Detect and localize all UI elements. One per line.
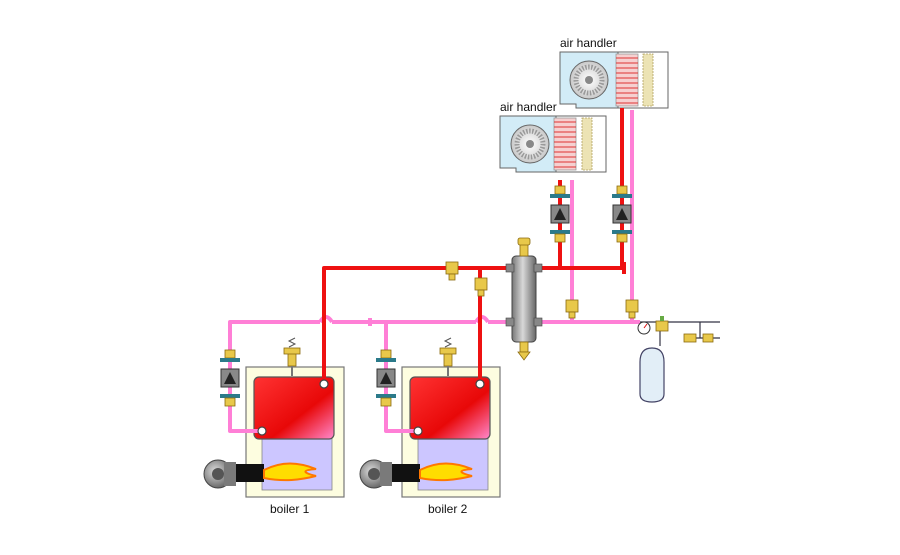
valve-icon [683,333,697,343]
make-up-water-assembly [637,316,720,403]
relief-valve-icon [283,337,301,376]
burner-1-tube [232,464,264,482]
valve-icon [474,277,488,297]
boiler-2-label: boiler 2 [428,502,468,516]
valve-icon [702,333,714,343]
air-handler-upper-label: air handler [560,36,617,50]
flame-icon [419,462,473,482]
valve-icon [625,299,639,319]
burner-1-motor [203,459,236,489]
boiler-2-vessel [409,376,491,440]
valve-icon [445,261,459,281]
boiler-2-return-port [413,426,423,436]
burner-2-tube [388,464,420,482]
air-handler-lower [499,115,607,173]
air-handler-lower-label: air handler [500,100,557,114]
return-piping [228,110,640,433]
flame-icon [263,462,317,482]
air-vent-icon [517,237,531,257]
coil-icon [553,117,577,171]
boiler-1-vessel [253,376,335,440]
boiler-2-supply-port [475,379,485,389]
boiler-1-label: boiler 1 [270,502,310,516]
expansion-tank-icon [639,347,665,403]
filter-icon [642,53,654,107]
drain-valve-icon [517,341,531,361]
boiler-1-return-port [257,426,267,436]
relief-valve-icon [439,337,457,376]
filter-icon [581,117,593,171]
burner-2-motor [359,459,392,489]
valve-icon [655,316,669,332]
circulator-pump-icon [550,185,570,243]
circulator-pump-icon [612,185,632,243]
air-handler-upper [559,51,669,109]
boiler-1 [203,366,345,498]
coil-icon [615,53,639,107]
circulator-pump-icon [376,349,396,407]
hydraulic-separator [505,237,543,361]
circulator-pump-icon [220,349,240,407]
supply-end-cap [622,262,626,274]
boiler-1-supply-port [319,379,329,389]
valve-icon [565,299,579,319]
